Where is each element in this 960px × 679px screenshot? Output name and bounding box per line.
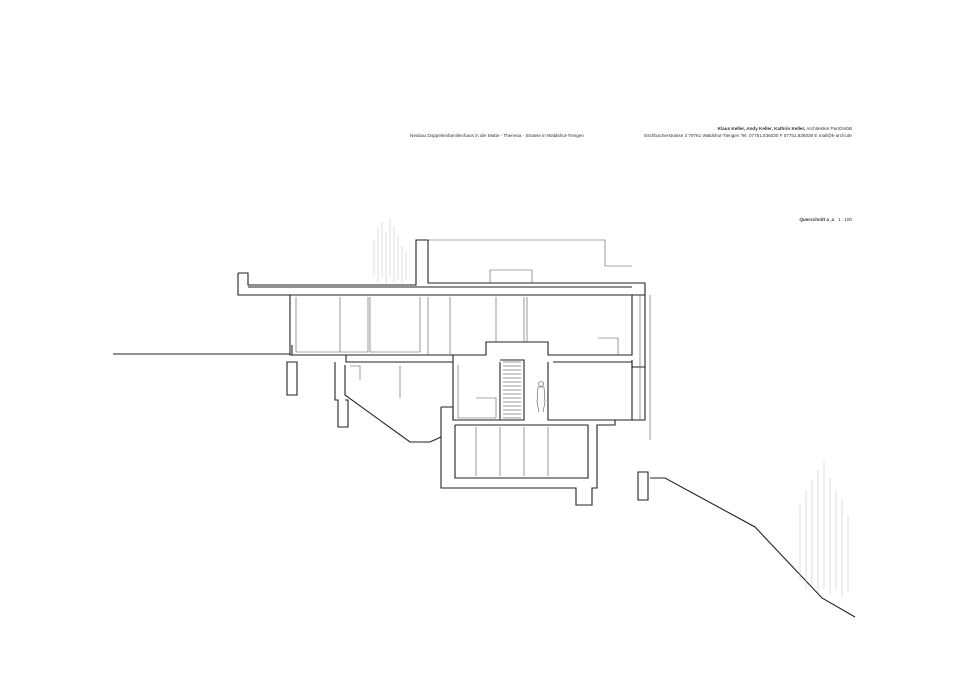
foundation-left (286, 361, 298, 396)
lower-level-room (553, 361, 633, 420)
basement-outline (440, 407, 645, 506)
drawing-title-line: Querschnitt a_a 1 : 100 (799, 217, 852, 223)
upper-floor-outline (237, 273, 646, 368)
architects-line: Klaus Keller, Andy Keller, Kathrin Kelle… (718, 126, 852, 132)
office-address: Eschbacherstrasse 3 79761 Waldshut-Tieng… (644, 133, 852, 138)
terrain-under-house (344, 365, 442, 443)
right-wall-thin (639, 295, 651, 440)
window-left-2 (369, 297, 421, 353)
stair-treads (503, 361, 521, 419)
upper-floor-slab (291, 345, 486, 356)
inner-wall-upper (427, 297, 497, 355)
tree-left (373, 218, 407, 284)
left-cantilever-roof (238, 239, 646, 295)
basement-inner (454, 424, 589, 479)
person-figure (536, 381, 546, 413)
foundation-mid (334, 362, 349, 428)
lower-level-outline (452, 362, 646, 421)
basement-wall-left (441, 406, 454, 420)
drawing-scale: 1 : 100 (837, 217, 852, 222)
drawing-title: Querschnitt a_a (799, 217, 835, 222)
tree-right (799, 462, 849, 596)
interior-column (523, 297, 528, 342)
window-left-1 (295, 297, 369, 353)
architects-firm: Architekten PartGmbB (805, 126, 852, 131)
project-title: Neubau Doppeleinfamilienhaus in der Matt… (410, 133, 584, 138)
lower-room-furniture (476, 397, 497, 418)
interior-furniture (598, 337, 619, 355)
foundation-right (637, 471, 649, 501)
architects-names: Klaus Keller, Andy Keller, Kathrin Kelle… (717, 126, 806, 131)
roof-parapet (428, 239, 632, 267)
lower-room-left (457, 365, 496, 419)
stair-block (500, 359, 525, 421)
terrain-right (650, 477, 856, 618)
basement-partitions (475, 427, 549, 476)
rooftop-box (489, 269, 533, 283)
terrace-slope-fill (350, 365, 401, 398)
